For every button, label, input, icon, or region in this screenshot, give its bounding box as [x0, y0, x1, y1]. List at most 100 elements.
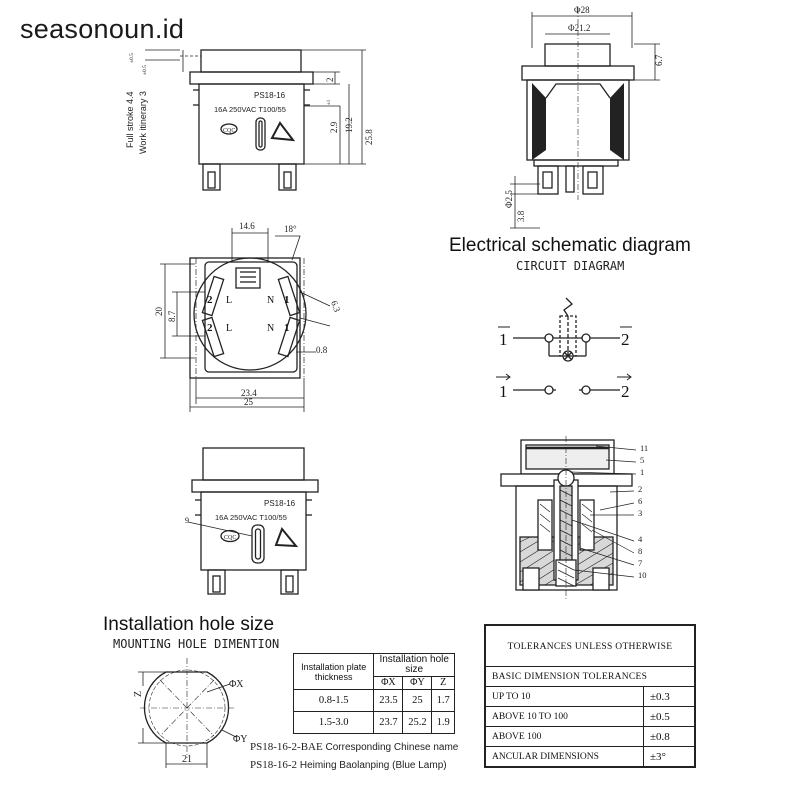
mounting-hole-section: Installation hole size MOUNTING HOLE DIM… [103, 614, 279, 768]
front-lamp-slot [255, 117, 266, 151]
lamp-warning-triangle [274, 527, 299, 548]
dim-phi-21-2: Φ21.2 [568, 23, 590, 33]
dim-phi-2-5: Φ2.5 [504, 190, 514, 208]
svg-text:1: 1 [284, 294, 290, 306]
front-button-cap [200, 49, 302, 73]
bottom-view: 2 L N 1 2 L N 1 14.6 18° 20 8.7 6.3 0.8 … [154, 221, 343, 412]
side-terminal-right [582, 165, 604, 195]
tolerances-title: TOLERANCES UNLESS OTHERWISE [486, 626, 694, 667]
callout-7: 7 [638, 558, 642, 568]
svg-text:±0.5: ±0.5 [142, 65, 148, 75]
section-callouts: 11 5 1 2 6 3 4 8 7 10 [638, 443, 648, 580]
dim-21: 21 [182, 754, 192, 765]
callout-2: 2 [638, 484, 642, 494]
th-hole-size: Installation hole size [373, 653, 455, 677]
svg-text:1: 1 [284, 322, 290, 334]
top-right-contact [581, 333, 591, 343]
th-phi-y: ΦY [402, 676, 433, 690]
callout-11: 11 [640, 443, 648, 453]
lamp-cqc-mark [220, 529, 240, 543]
mounting-title-cn: MOUNTING HOLE DIMENTION [113, 637, 279, 651]
work-itinerary-label: Work itinerary 3 [138, 91, 148, 154]
dim-2-9: 2.9 [329, 121, 339, 133]
warning-triangle [270, 121, 296, 142]
dim-25: 25 [244, 397, 254, 407]
terminal-n1-top [277, 275, 301, 317]
bottom-round-body [193, 257, 307, 371]
lamp-body [200, 491, 307, 571]
dim-8-7: 8.7 [167, 310, 177, 322]
dim-phi-28: Φ28 [574, 5, 590, 15]
mounting-title-en: Installation hole size [103, 614, 274, 635]
schematic-title-cn: CIRCUIT DIAGRAM [516, 259, 624, 273]
circuit-diagram: Electrical schematic diagram CIRCUIT DIA… [449, 235, 691, 401]
dim-20: 20 [154, 307, 164, 317]
side-button-cap [544, 43, 611, 67]
watermark-text: seasonoun.id [20, 14, 185, 44]
lamp-terminal-left [207, 569, 226, 595]
schematic-title-en: Electrical schematic diagram [449, 235, 691, 256]
dim-23-4: 23.4 [241, 388, 257, 398]
dim-6-7: 6.7 [654, 54, 664, 66]
terminal-n1-bottom [277, 316, 301, 358]
side-view: Φ28 Φ21.2 6.7 Φ2.5 3.8 [504, 5, 664, 229]
table-row: ABOVE 100 ±0.8 [486, 726, 694, 747]
terminal-2l-bottom [201, 316, 225, 358]
dim-phi-y: ΦY [233, 734, 248, 745]
circuit-label-2-bottom: 2 [621, 382, 630, 401]
svg-text:L: L [226, 295, 232, 306]
basic-dimension-header: BASIC DIMENSION TOLERANCES [492, 671, 648, 682]
note2-text: Heiming Baolanping (Blue Lamp) [299, 760, 447, 771]
lamp-front-view: PS18-16 16A 250VAC T100/55 CQC 9 [185, 447, 319, 595]
note-line-1: PS18-16-2-BAE Corresponding Chinese name [250, 741, 458, 753]
table-row: ANCULAR DIMENSIONS ±3° [486, 746, 694, 766]
dim-phi-x: ΦX [229, 679, 244, 690]
dim-19-2: 19.2 [344, 117, 354, 133]
lamp-window [251, 524, 265, 564]
th-z: Z [431, 676, 455, 690]
front-body [198, 83, 305, 165]
front-terminal-right [278, 163, 297, 191]
callout-5: 5 [640, 455, 644, 465]
note2-code: PS18-16-2 [250, 759, 298, 771]
dim-0-8: 0.8 [316, 345, 328, 355]
note1-text: Corresponding Chinese name [325, 742, 459, 753]
front-part-no: PS18-16 [254, 91, 286, 100]
table-row: UP TO 10 ±0.3 [486, 686, 694, 707]
front-view: PS18-16 16A 250VAC T100/55 CQC Full stro… [125, 49, 374, 191]
lamp-bezel [191, 479, 319, 493]
dim-2: 2 [325, 78, 335, 83]
table-row: 0.8-1.5 23.5 25 1.7 [292, 689, 455, 712]
callout-1: 1 [640, 467, 644, 477]
svg-text:±0.5: ±0.5 [129, 53, 135, 63]
callout-8: 8 [638, 546, 642, 556]
note-line-2: PS18-16-2 Heiming Baolanping (Blue Lamp) [250, 759, 447, 771]
th-phi-x: ΦX [373, 676, 404, 690]
cqc-text: CQC [223, 128, 235, 134]
top-left-contact [544, 333, 554, 343]
dim-3-8: 3.8 [516, 210, 526, 222]
label-n-bottom: N [267, 323, 274, 334]
section-view [500, 436, 637, 600]
th-plate-thickness: Installation plate thickness [292, 653, 375, 690]
callout-3: 3 [638, 508, 642, 518]
circuit-label-1-bottom: 1 [499, 382, 508, 401]
front-bezel [189, 71, 314, 85]
side-terminal-left [537, 165, 559, 195]
circuit-label-2-top: 2 [621, 330, 630, 349]
bottom-body-outline [189, 257, 301, 379]
lamp-terminal-right [280, 569, 299, 595]
circuit-label-1-top: 1 [499, 330, 508, 349]
dim-z: Z [133, 691, 144, 697]
svg-text:L: L [226, 323, 232, 334]
lamp-rating: 16A 250VAC T100/55 [215, 513, 287, 522]
front-terminal-left [202, 163, 221, 191]
lamp-button-cap [202, 447, 305, 481]
callout-4: 4 [638, 534, 643, 544]
label-2-top: 2 [207, 294, 213, 306]
callout-9: 9 [185, 516, 189, 525]
dim-6-3: 6.3 [329, 299, 342, 313]
label-n-top: N [267, 295, 274, 306]
installation-hole-table: Installation plate thickness Installatio… [292, 653, 455, 734]
